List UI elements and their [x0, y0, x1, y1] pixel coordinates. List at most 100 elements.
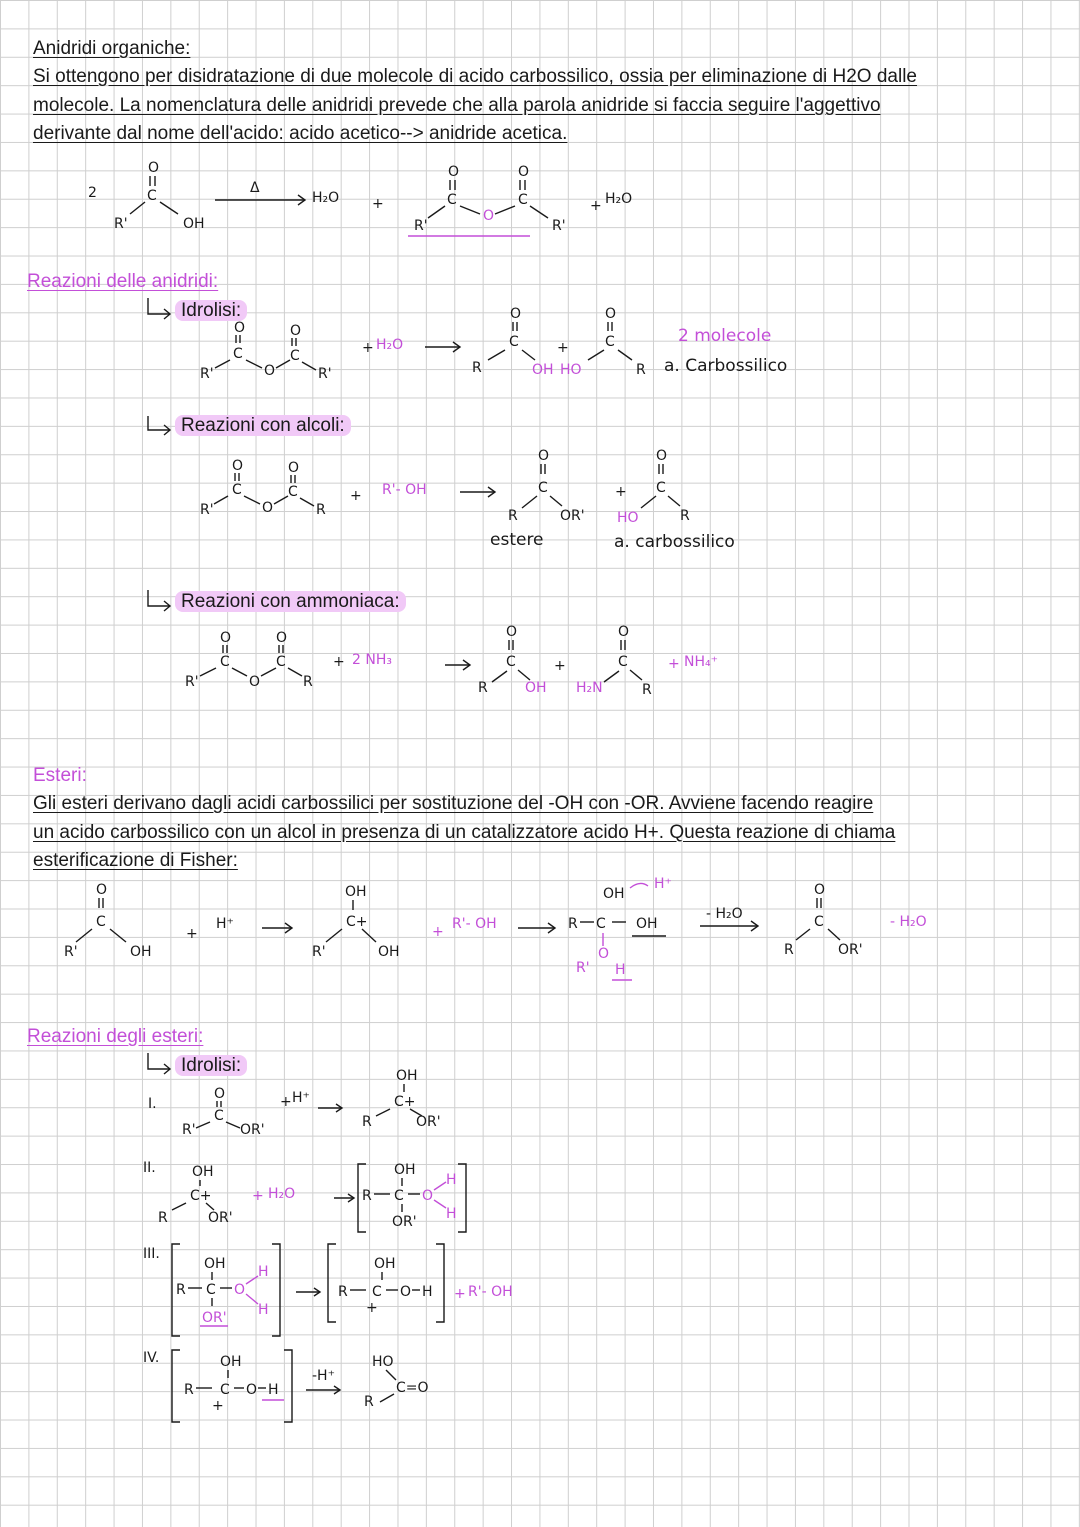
atom-o: O	[148, 160, 159, 176]
atom-r: R	[508, 508, 518, 524]
atom-h: H	[446, 1206, 457, 1222]
atom-or1: OR'	[838, 942, 863, 958]
atom-r: R	[338, 1284, 348, 1300]
plus: +	[280, 1094, 292, 1110]
atom-r: R'	[185, 674, 199, 690]
note-acid-hydrolysis: a. Carbossilico	[664, 356, 788, 376]
atom-o: O	[618, 624, 629, 640]
atom-c-plus: C+	[346, 914, 368, 930]
note-two-molecules: 2 molecole	[678, 326, 772, 346]
h-plus: H⁺	[654, 876, 672, 892]
atom-r: R'	[200, 502, 214, 518]
atom-or1: OR'	[208, 1210, 233, 1226]
alcoli-label: Reazioni con alcoli:	[175, 415, 351, 436]
atom-r: R	[184, 1382, 194, 1398]
note-ester: estere	[490, 530, 544, 550]
atom-o: O	[234, 1282, 245, 1298]
atom-o: O	[246, 1382, 257, 1398]
atom-c: C	[220, 1382, 230, 1398]
alcoli-heading: Reazioni con alcoli:	[175, 412, 351, 440]
scheme-anhydride-hydrolysis: O C R' O O C R' + H₂O R O C OH + HO O C …	[200, 306, 646, 382]
atom-o: O	[656, 448, 667, 464]
atom-c: C	[214, 1108, 224, 1124]
atom-oh: OH	[220, 1354, 242, 1370]
plus: +	[362, 340, 374, 356]
atom-c: C	[656, 480, 666, 496]
plus: +	[372, 196, 384, 212]
plus: +	[590, 198, 602, 214]
atom-r: R	[362, 1188, 372, 1204]
atom-oh: OH	[636, 916, 658, 932]
atom-o: O	[422, 1188, 433, 1204]
atom-c-plus: C+	[190, 1188, 212, 1204]
charge-plus: +	[366, 1300, 378, 1316]
idrolisi-esteri-heading: Idrolisi:	[175, 1052, 248, 1080]
coefficient-2: 2	[88, 185, 97, 201]
atom-c: C	[233, 346, 243, 362]
atom-r: R'	[64, 944, 78, 960]
reazioni-esteri-title: Reazioni degli esteri:	[27, 1026, 204, 1047]
atom-o: O	[276, 630, 287, 646]
esteri-text-line1: Gli esteri derivano dagli acidi carbossi…	[33, 793, 874, 814]
atom-r: R	[364, 1394, 374, 1410]
atom-c: C	[538, 480, 548, 496]
scheme-ester-hydrolysis: I. II. III. IV. O C R' OR' + H⁺ OH C+ R …	[143, 1068, 513, 1423]
ammonia: 2 NH₃	[352, 652, 392, 668]
atom-ho: HO	[560, 362, 582, 378]
atom-r: R	[680, 508, 690, 524]
anidridi-text-line1: Si ottengono per disidratazione di due m…	[33, 66, 918, 87]
atom-r: R	[784, 942, 794, 958]
atom-or1: OR'	[392, 1214, 417, 1230]
scheme-anhydride-formation: 2 O C R' OH Δ H₂O + R' O C O O C R' + H₂…	[88, 160, 632, 237]
atom-h: H	[258, 1264, 269, 1280]
atom-c-plus: C+	[394, 1094, 416, 1110]
atom-o: O	[96, 882, 107, 898]
plus: +	[615, 484, 627, 500]
atom-c: C	[372, 1284, 382, 1300]
atom-r: R'	[114, 216, 128, 232]
anidridi-text-line2: molecole. La nomenclatura delle anidridi…	[33, 95, 881, 116]
arrow-idrolisi-esteri	[147, 1053, 170, 1070]
plus: +	[432, 924, 444, 940]
arrowhead-idrolisi	[163, 308, 172, 320]
atom-c: C	[288, 484, 298, 500]
atom-c: C	[290, 348, 300, 364]
ammoniaca-heading: Reazioni con ammoniaca:	[175, 588, 406, 616]
atom-o: O	[234, 320, 245, 336]
atom-or1: OR'	[240, 1122, 265, 1138]
atom-o: O	[400, 1284, 411, 1300]
idrolisi-esteri-label: Idrolisi:	[175, 1055, 248, 1076]
atom-or1: OR'	[416, 1114, 441, 1130]
atom-c: C	[506, 654, 516, 670]
atom-r1: R'	[552, 218, 566, 234]
atom-o: O	[538, 448, 549, 464]
h-plus: H⁺	[216, 916, 234, 932]
atom-c: C	[206, 1282, 216, 1298]
plus: +	[186, 926, 198, 942]
atom-o: O	[605, 306, 616, 322]
alcohol: R'- OH	[468, 1284, 513, 1300]
atom-r: R	[303, 674, 313, 690]
atom-oh: OH	[183, 216, 205, 232]
atom-r: R'	[312, 944, 326, 960]
anidridi-title: Anidridi organiche:	[33, 38, 191, 59]
minus-h2o: - H₂O	[706, 906, 743, 922]
atom-oh: OH	[374, 1256, 396, 1272]
atom-o-bridge: O	[262, 500, 273, 516]
atom-oh: OH	[532, 362, 554, 378]
atom-r1: R'	[318, 366, 332, 382]
atom-oh: OH	[603, 886, 625, 902]
atom-r: R	[478, 680, 488, 696]
charge-plus: +	[212, 1398, 224, 1414]
atom-o: O	[290, 323, 301, 339]
scheme-anhydride-ammonia: O C R' O O C R + 2 NH₃ R O C OH + H₂N O …	[185, 624, 718, 698]
plus: +	[454, 1286, 466, 1302]
arrowhead-ammoniaca	[163, 600, 172, 612]
scheme-anhydride-alcohol: O C R' O O C R + R'- OH R O C OR' + HO O…	[200, 448, 690, 526]
atom-o: O	[448, 164, 459, 180]
delta-symbol: Δ	[250, 180, 260, 196]
h2o: H₂O	[312, 190, 339, 206]
ammonium: NH₄⁺	[684, 654, 718, 670]
